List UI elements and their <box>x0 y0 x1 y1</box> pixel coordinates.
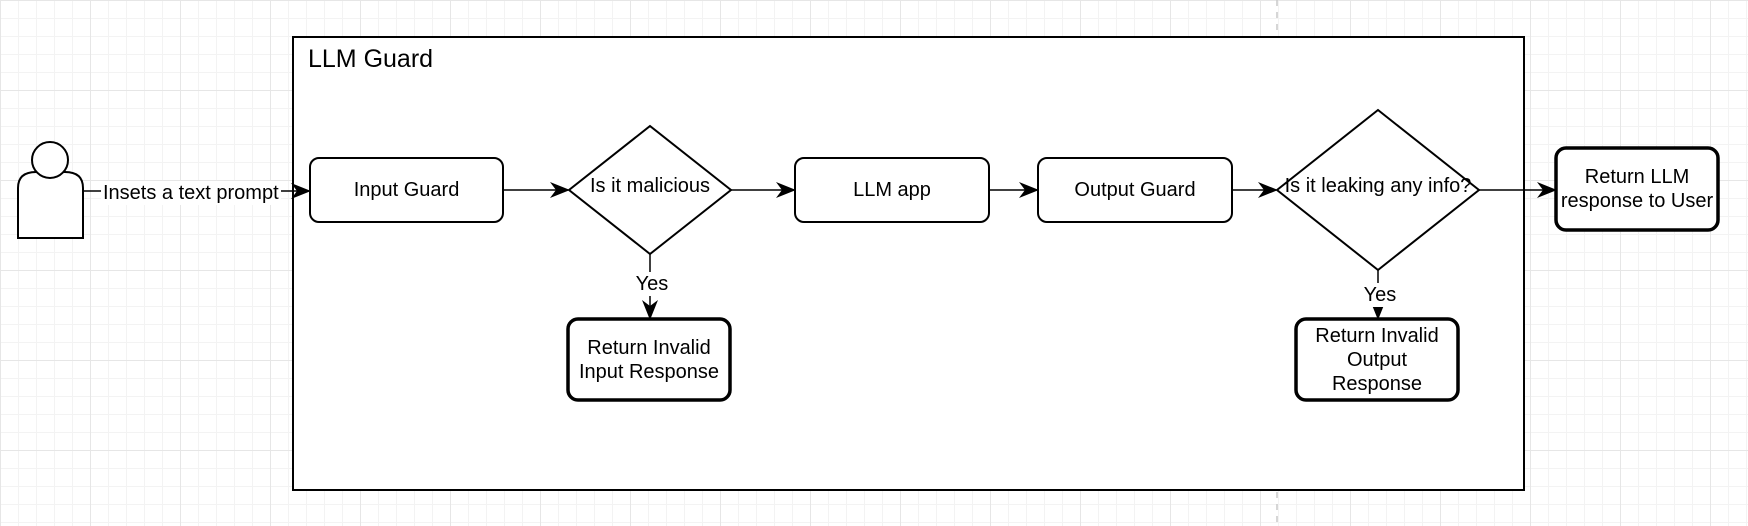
leak-yes-label: Yes <box>1361 283 1399 307</box>
output-guard-label: Output Guard <box>1074 179 1196 201</box>
malicious-yes-label: Yes <box>633 272 671 296</box>
leak-decision-label: Is it leaking any info? <box>1284 175 1472 197</box>
malicious-decision-label: Is it malicious <box>589 175 711 197</box>
invalid-output-label: Return Invalid Output Response <box>1315 324 1439 395</box>
llm-guard-container[interactable] <box>292 36 1525 491</box>
actor-edge-label: Insets a text prompt <box>101 181 281 205</box>
return-llm-label: Return LLM response to User <box>1560 166 1714 212</box>
invalid-input-label: Return Invalid Input Response <box>578 336 720 383</box>
input-guard-label: Input Guard <box>353 179 460 201</box>
container-title: LLM Guard <box>308 45 434 73</box>
user-actor-icon[interactable] <box>17 141 84 239</box>
llm-app-label: LLM app <box>853 179 931 201</box>
